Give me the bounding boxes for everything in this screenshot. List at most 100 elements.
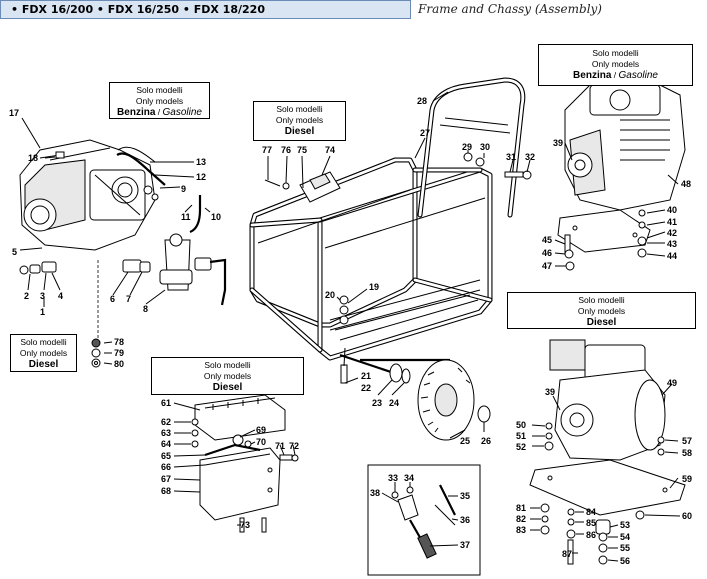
part-label: 25	[460, 436, 471, 446]
part-label: 84	[586, 507, 597, 517]
part-label: 18	[28, 153, 39, 163]
part-label: 39	[545, 387, 556, 397]
note-line: Solo modelli	[204, 360, 251, 370]
note-model: Diesel	[212, 382, 243, 393]
part-label: 55	[620, 543, 631, 553]
note-model-en: Gasoline	[618, 70, 658, 81]
part-label: 83	[516, 525, 527, 535]
part-label: 39	[553, 138, 564, 148]
part-label: 67	[161, 474, 172, 484]
note-diesel-pump: Solo modelli Only models Diesel	[10, 334, 77, 372]
part-label: 69	[256, 425, 267, 435]
part-label: 36	[460, 515, 471, 525]
note-model: Diesel	[586, 317, 617, 328]
part-label: 41	[667, 217, 678, 227]
part-label: 11	[181, 212, 191, 222]
part-label: 46	[542, 248, 553, 258]
part-label: 60	[682, 511, 693, 521]
part-label: 45	[542, 235, 553, 245]
part-label: 65	[161, 451, 172, 461]
page-title: • FDX 16/200 • FDX 16/250 • FDX 18/220	[11, 3, 265, 16]
part-label: 34	[404, 473, 415, 483]
note-line: Only models	[591, 59, 640, 69]
note-line: Only models	[135, 96, 184, 106]
note-line: Only models	[19, 348, 68, 358]
note-line: Solo modelli	[578, 295, 625, 305]
note-line: Solo modelli	[136, 85, 183, 95]
part-label: 49	[667, 378, 678, 388]
note-gasoline-pump: Solo modelli Only models Benzina / Gasol…	[109, 82, 210, 119]
part-label: 74	[325, 145, 336, 155]
lever-inset-frame	[367, 464, 481, 576]
part-label: 43	[667, 239, 678, 249]
part-label: 23	[372, 398, 383, 408]
part-label: 70	[256, 437, 267, 447]
note-line: Only models	[577, 306, 626, 316]
part-label: 44	[667, 251, 678, 261]
part-label: 62	[161, 417, 172, 427]
note-line: Solo modelli	[20, 337, 67, 347]
note-model-en: Gasoline	[162, 107, 202, 118]
part-label: 37	[460, 540, 471, 550]
note-line: Solo modelli	[276, 104, 323, 114]
part-label: 76	[281, 145, 292, 155]
part-label: 57	[682, 436, 693, 446]
part-label: 8	[143, 304, 149, 314]
part-label: 82	[516, 514, 527, 524]
part-label: 63	[161, 428, 172, 438]
part-label: 78	[114, 337, 125, 347]
part-label: 27	[420, 128, 431, 138]
header-bar: • FDX 16/200 • FDX 16/250 • FDX 18/220	[0, 0, 411, 19]
note-line: Only models	[275, 115, 324, 125]
note-model: Diesel	[28, 359, 59, 370]
part-label: 6	[110, 294, 116, 304]
note-diesel-frame: Solo modelli Only models Diesel	[253, 101, 346, 141]
part-label: 40	[667, 205, 678, 215]
note-sep: /	[155, 107, 163, 117]
gasoline-engine	[557, 79, 686, 271]
part-label: 52	[516, 442, 527, 452]
pump-assembly	[19, 139, 166, 251]
note-line: Only models	[203, 371, 252, 381]
part-label: 53	[620, 520, 631, 530]
part-label: 21	[361, 371, 372, 381]
part-label: 7	[126, 294, 132, 304]
part-label: 5	[12, 247, 18, 257]
note-line: Benzina / Gasoline	[110, 107, 209, 118]
note-model: Diesel	[284, 126, 315, 137]
note-line: Solo modelli	[592, 48, 639, 58]
part-label: 17	[9, 108, 20, 118]
part-label: 29	[462, 142, 473, 152]
page-subtitle: Frame and Chassy (Assembly)	[418, 2, 602, 16]
note-line: Benzina / Gasoline	[539, 70, 692, 81]
note-gasoline-engine: Solo modelli Only models Benzina / Gasol…	[538, 44, 693, 86]
part-label: 35	[460, 491, 471, 501]
fuel-tank	[191, 394, 299, 533]
part-label: 32	[525, 152, 536, 162]
note-sep: /	[611, 70, 619, 80]
diesel-engine	[529, 339, 686, 565]
part-label: 48	[681, 179, 692, 189]
note-model: Benzina	[117, 107, 156, 118]
part-label: 72	[289, 441, 300, 451]
part-label: 73	[240, 520, 251, 530]
part-label: 68	[161, 486, 172, 496]
note-model: Benzina	[573, 70, 612, 81]
part-label: 30	[480, 142, 491, 152]
part-label: 12	[196, 172, 207, 182]
part-label: 31	[506, 152, 517, 162]
part-label: 22	[361, 383, 372, 393]
part-label: 51	[516, 431, 527, 441]
part-label: 87	[562, 549, 573, 559]
part-label: 58	[682, 448, 693, 458]
part-label: 38	[370, 488, 381, 498]
note-diesel-tank: Solo modelli Only models Diesel	[151, 357, 304, 395]
part-label: 2	[24, 291, 30, 301]
part-label: 75	[297, 145, 308, 155]
part-label: 56	[620, 556, 631, 566]
part-label: 71	[275, 441, 286, 451]
part-label: 19	[369, 282, 380, 292]
part-label: 54	[620, 532, 631, 542]
part-label: 47	[542, 261, 553, 271]
